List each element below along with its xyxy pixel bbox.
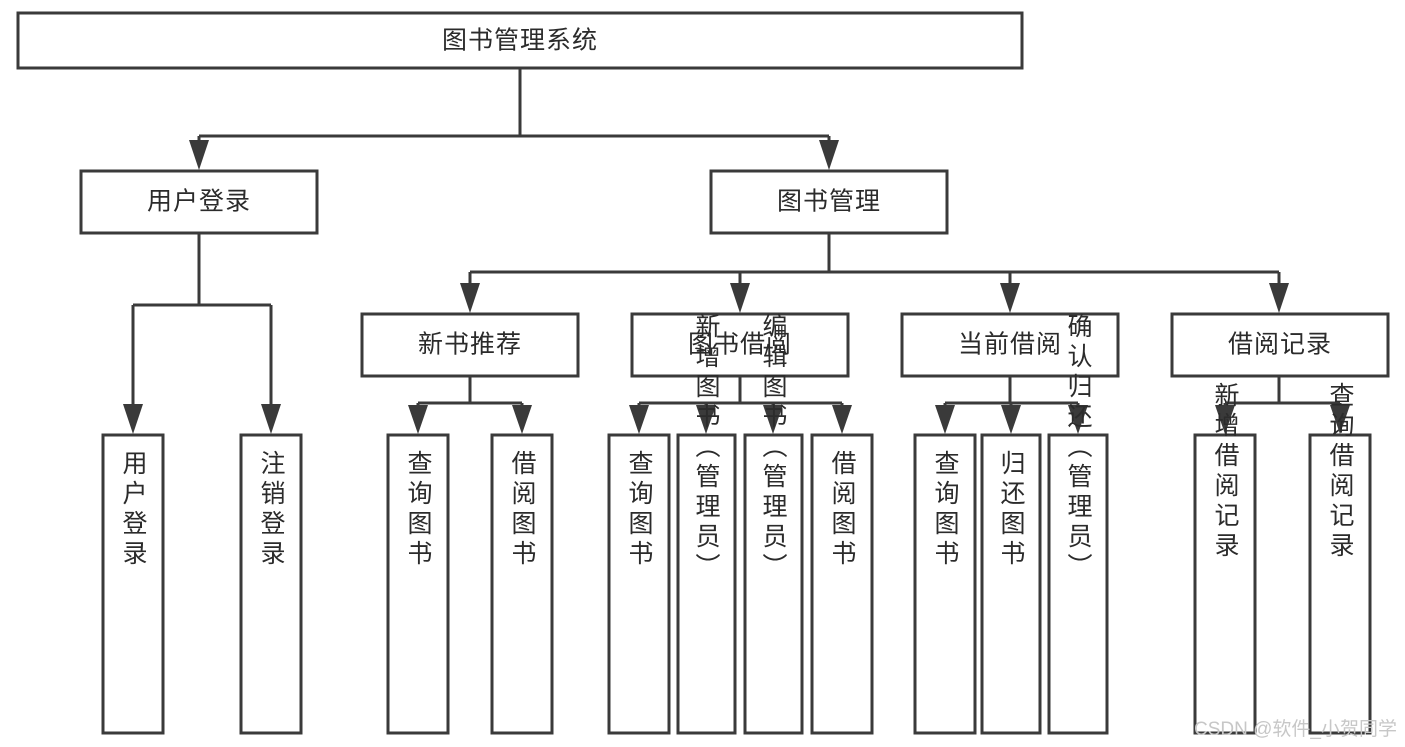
node-leaf-borrow-book-1-label: 借阅图书 [508, 450, 537, 570]
node-leaf-edit-book[interactable]: 编辑图书（管理员） [743, 313, 804, 735]
arrow-head-user-login [189, 140, 209, 170]
node-leaf-query-book-3[interactable]: 查询图书 [913, 433, 977, 735]
node-borrow-record-box[interactable] [1170, 312, 1390, 378]
node-leaf-query-book-2[interactable]: 查询图书 [607, 433, 671, 735]
node-leaf-user-login-box[interactable] [101, 433, 165, 735]
node-book-manage-label: 图书管理 [777, 188, 881, 216]
node-root-label: 图书管理系统 [442, 27, 598, 55]
node-new-book-rec-box[interactable] [360, 312, 580, 378]
node-leaf-user-login-label: 用户登录 [119, 450, 148, 570]
arrow-head-leaf-query-record [1330, 405, 1350, 434]
node-leaf-borrow-book-2-label: 借阅图书 [828, 450, 857, 570]
arrow-head-book-manage [819, 140, 839, 170]
node-leaf-add-record[interactable]: 新增借阅记录 [1193, 382, 1257, 735]
node-leaf-user-logout[interactable]: 注销登录 [239, 433, 303, 735]
node-new-book-rec-label: 新书推荐 [418, 331, 522, 359]
node-current-borrow-label: 当前借阅 [958, 331, 1062, 359]
node-book-manage[interactable]: 图书管理 [709, 169, 949, 235]
node-leaf-borrow-book-2-box[interactable] [810, 433, 874, 735]
arrow-head-leaf-user-login [123, 404, 143, 434]
arrow-head-borrow-record [1269, 283, 1289, 313]
node-leaf-user-logout-label: 注销登录 [257, 450, 286, 570]
node-current-borrow-box[interactable] [900, 312, 1120, 378]
node-leaf-user-login[interactable]: 用户登录 [101, 433, 165, 735]
node-leaf-query-book-1-label: 查询图书 [404, 450, 433, 570]
connector-layer [123, 69, 1350, 434]
arrow-head-leaf-confirm-return [1068, 405, 1088, 434]
node-leaf-return-book-box[interactable] [980, 433, 1042, 735]
node-new-book-rec[interactable]: 新书推荐 [360, 312, 580, 378]
arrow-head-book-borrow [730, 283, 750, 313]
node-book-borrow-label: 图书借阅 [688, 331, 792, 359]
node-leaf-return-book-label: 归还图书 [997, 450, 1026, 570]
arrow-head-leaf-borrow-book-2 [832, 405, 852, 434]
arrow-head-current-borrow [1000, 283, 1020, 313]
node-book-manage-box[interactable] [709, 169, 949, 235]
node-leaf-add-book[interactable]: 新增图书（管理员） [676, 313, 737, 735]
node-root-box[interactable] [16, 11, 1024, 70]
node-leaf-borrow-book-1-box[interactable] [490, 433, 554, 735]
arrow-head-leaf-query-book-1 [408, 405, 428, 434]
node-leaf-query-book-3-label: 查询图书 [931, 450, 960, 570]
arrow-head-leaf-add-book [696, 405, 716, 434]
node-leaf-edit-book-box[interactable] [743, 433, 804, 735]
node-leaf-borrow-book-1[interactable]: 借阅图书 [490, 433, 554, 735]
node-leaf-query-book-1-box[interactable] [386, 433, 450, 735]
node-leaf-query-book-2-label: 查询图书 [625, 450, 654, 570]
node-leaf-query-record-box[interactable] [1308, 433, 1372, 735]
node-leaf-confirm-return-box[interactable] [1047, 433, 1109, 735]
arrow-head-leaf-user-logout [261, 404, 281, 434]
arrow-head-leaf-query-book-3 [935, 405, 955, 434]
node-leaf-query-book-3-box[interactable] [913, 433, 977, 735]
node-book-borrow[interactable]: 图书借阅 [630, 312, 850, 378]
node-leaf-confirm-return-label: 确认归还（管理员） [1064, 313, 1093, 583]
node-leaf-user-logout-box[interactable] [239, 433, 303, 735]
node-user-login-label: 用户登录 [147, 188, 251, 216]
node-leaf-query-book-2-box[interactable] [607, 433, 671, 735]
node-leaf-borrow-book-2[interactable]: 借阅图书 [810, 433, 874, 735]
node-leaf-query-record[interactable]: 查询借阅记录 [1308, 382, 1372, 735]
node-leaf-add-book-box[interactable] [676, 433, 737, 735]
arrow-head-leaf-borrow-book-1 [512, 405, 532, 434]
arrow-head-new-book-rec [460, 283, 480, 313]
node-current-borrow[interactable]: 当前借阅 [900, 312, 1120, 378]
node-leaf-return-book[interactable]: 归还图书 [980, 433, 1042, 735]
arrow-head-leaf-add-record [1215, 405, 1235, 434]
node-leaf-confirm-return[interactable]: 确认归还（管理员） [1047, 313, 1109, 735]
node-root[interactable]: 图书管理系统 [16, 11, 1024, 70]
node-borrow-record-label: 借阅记录 [1228, 331, 1332, 359]
node-user-login-box[interactable] [79, 169, 319, 235]
arrow-head-leaf-return-book [1001, 405, 1021, 434]
arrow-head-leaf-query-book-2 [629, 405, 649, 434]
arrow-head-leaf-edit-book [763, 405, 783, 434]
node-leaf-add-record-box[interactable] [1193, 433, 1257, 735]
node-leaf-edit-book-label: 编辑图书（管理员） [759, 313, 788, 583]
node-leaf-add-record-label: 新增借阅记录 [1211, 382, 1240, 562]
node-user-login[interactable]: 用户登录 [79, 169, 319, 235]
node-leaf-query-book-1[interactable]: 查询图书 [386, 433, 450, 735]
node-borrow-record[interactable]: 借阅记录 [1170, 312, 1390, 378]
node-leaf-query-record-label: 查询借阅记录 [1326, 382, 1355, 562]
node-leaf-add-book-label: 新增图书（管理员） [692, 313, 721, 583]
node-book-borrow-box[interactable] [630, 312, 850, 378]
